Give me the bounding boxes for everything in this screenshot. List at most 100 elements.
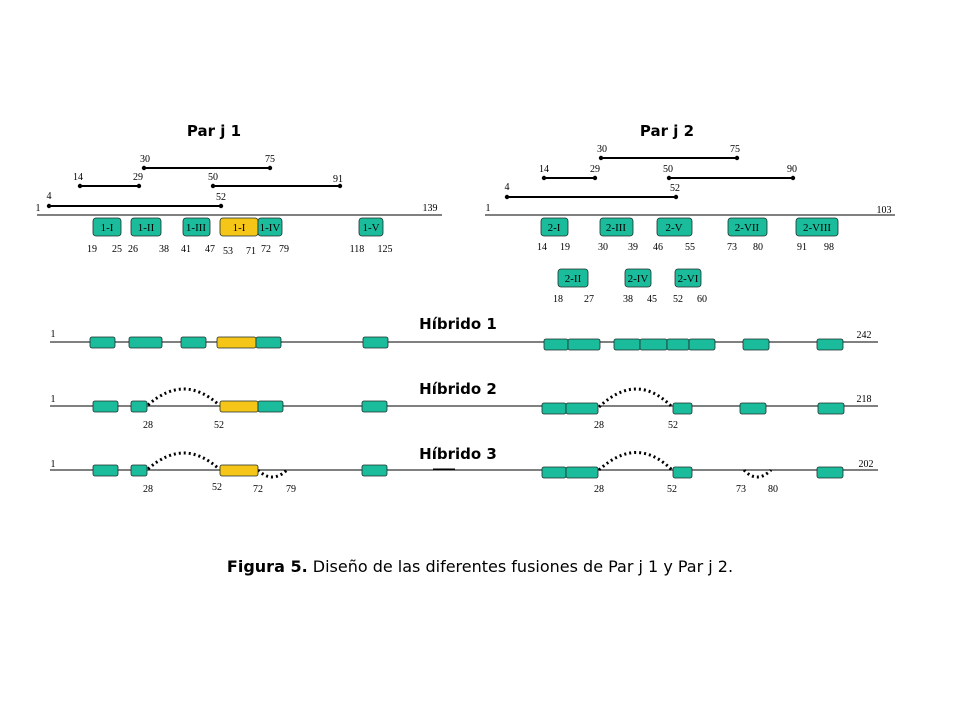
range-endpoint <box>734 155 740 161</box>
position-label: 53 <box>223 246 233 257</box>
segment-highlight <box>216 336 257 349</box>
segment <box>130 464 148 477</box>
position-label: 71 <box>246 246 256 257</box>
position-label: 98 <box>824 242 834 253</box>
left-range-label: 52 <box>216 192 226 203</box>
segment <box>817 402 845 415</box>
block-label: 1-II <box>138 222 155 234</box>
right-end-label: 103 <box>877 205 892 216</box>
segment <box>362 336 389 349</box>
right-range-label: 14 <box>539 164 549 175</box>
block-label: 2-II <box>565 273 582 285</box>
range-endpoint <box>504 194 510 200</box>
hybrid-1-start-label: 1 <box>51 329 56 340</box>
block-2-II <box>557 268 589 288</box>
right-range-label: 29 <box>590 164 600 175</box>
left-range-label: 91 <box>333 174 343 185</box>
block-2-V <box>656 217 693 237</box>
block-label: 2-VIII <box>803 222 831 234</box>
block-label: 2-VII <box>735 222 760 234</box>
right-range-label: 50 <box>663 164 673 175</box>
hybrid-3-junction-label: 28 <box>594 484 604 495</box>
block-1-I <box>92 217 122 237</box>
range-endpoint <box>673 194 679 200</box>
segment-highlight <box>219 400 259 413</box>
segment <box>666 338 690 351</box>
range-endpoint <box>267 165 273 171</box>
block-1-II <box>130 217 162 237</box>
block-label: 2-III <box>606 222 626 234</box>
segment-highlight <box>219 464 259 477</box>
right-panel-title: Par j 2 <box>640 122 694 140</box>
hybrid-2-title: Híbrido 2 <box>419 380 497 398</box>
deletion-arc <box>597 387 674 409</box>
block-label: 1-I <box>233 222 246 234</box>
position-label: 30 <box>598 242 608 253</box>
left-range-label: 29 <box>133 172 143 183</box>
segment <box>89 336 116 349</box>
block-2-VII <box>727 217 768 237</box>
segment <box>672 466 693 479</box>
left-end-label: 139 <box>423 203 438 214</box>
hybrid-2-junction-label: 52 <box>668 420 678 431</box>
hybrid-3-junction-label: 79 <box>286 484 296 495</box>
position-label: 19 <box>560 242 570 253</box>
segment <box>742 338 770 351</box>
hybrid-3-segments <box>92 464 844 479</box>
segment <box>257 400 284 413</box>
hybrid-3-start-label: 1 <box>51 459 56 470</box>
segment <box>541 402 567 415</box>
segment <box>543 338 569 351</box>
segment <box>816 338 844 351</box>
block-1-IV <box>257 217 283 237</box>
position-label: 45 <box>647 294 657 305</box>
segment <box>92 464 119 477</box>
segment <box>688 338 716 351</box>
block-label: 1-IV <box>260 222 281 234</box>
left-range-label: 14 <box>73 172 83 183</box>
block-2-I <box>540 217 569 237</box>
right-blocks-bottom <box>557 268 702 288</box>
range-endpoint <box>666 175 672 181</box>
hybrid-3-junction-label: 52 <box>667 484 677 495</box>
deletion-arc <box>147 387 221 407</box>
hybrid-2-junction-label: 28 <box>594 420 604 431</box>
position-label: 19 <box>87 244 97 255</box>
hybrid-3-title: Híbrido 3 <box>419 445 497 463</box>
position-label: 60 <box>697 294 707 305</box>
caption-label: Figura 5. <box>226 557 308 576</box>
segment <box>567 338 601 351</box>
range-endpoint <box>337 183 343 189</box>
left-range-label: 75 <box>265 154 275 165</box>
block-2-VIII <box>795 217 839 237</box>
left-start-label: 1 <box>36 203 41 214</box>
right-blocks-top <box>540 217 839 237</box>
left-blocks <box>92 217 384 237</box>
segment <box>361 464 388 477</box>
range-endpoint <box>141 165 147 171</box>
deletion-arc <box>742 468 773 479</box>
right-range-label: 30 <box>597 144 607 155</box>
segment <box>816 466 844 479</box>
range-endpoint <box>77 183 83 189</box>
position-label: 80 <box>753 242 763 253</box>
hybrid-2-end-label: 218 <box>857 394 872 405</box>
block-label: 2-IV <box>628 273 649 285</box>
position-label: 27 <box>584 294 594 305</box>
position-label: 72 <box>261 244 271 255</box>
position-label: 46 <box>653 242 663 253</box>
block-2-III <box>599 217 634 237</box>
caption-text: Diseño de las diferentes fusiones de Par… <box>307 557 734 576</box>
position-label: 73 <box>727 242 737 253</box>
block-label: 1-I <box>101 222 114 234</box>
range-endpoint <box>790 175 796 181</box>
right-range-label: 90 <box>787 164 797 175</box>
hybrid-3-junction-label: 52 <box>212 482 222 493</box>
block-2-IV <box>624 268 652 288</box>
right-range-bars <box>504 155 796 200</box>
position-label: 38 <box>159 244 169 255</box>
range-endpoint <box>592 175 598 181</box>
hybrid-2-start-label: 1 <box>51 394 56 405</box>
hybrid-1-title: Híbrido 1 <box>419 315 497 333</box>
segment <box>613 338 641 351</box>
